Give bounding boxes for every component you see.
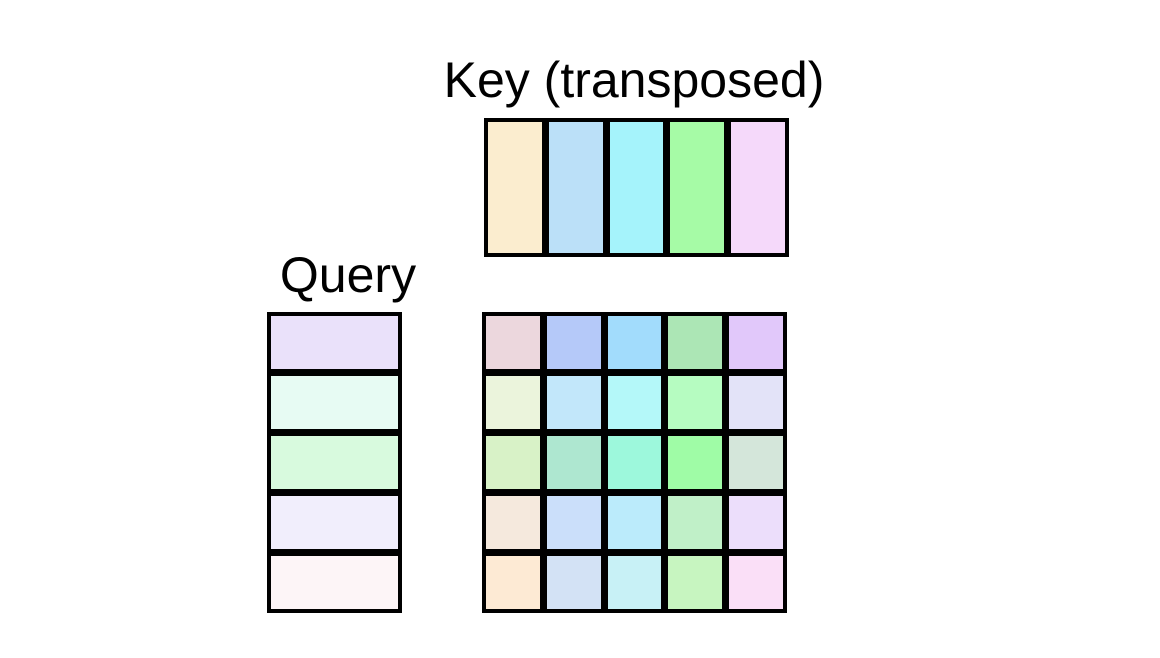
query-cell — [271, 316, 398, 369]
score-cell — [729, 316, 783, 369]
key-transposed-label: Key (transposed) — [443, 52, 825, 108]
score-cell — [607, 376, 662, 429]
score-cell — [486, 316, 540, 369]
query-label: Query — [279, 247, 417, 303]
score-cell — [607, 316, 662, 369]
score-cell — [729, 376, 783, 429]
attention-score-matrix — [482, 312, 787, 613]
query-matrix — [267, 312, 402, 613]
score-cell — [486, 436, 540, 489]
score-cell — [546, 436, 601, 489]
score-cell — [607, 436, 662, 489]
score-cell — [729, 556, 783, 609]
score-cell — [546, 496, 601, 549]
key-cell — [731, 122, 785, 253]
query-cell — [271, 436, 398, 489]
score-cell — [486, 496, 540, 549]
query-cell — [271, 556, 398, 609]
score-cell — [486, 556, 540, 609]
score-cell — [668, 376, 723, 429]
key-cell — [488, 122, 542, 253]
key-cell — [609, 122, 664, 253]
query-cell — [271, 496, 398, 549]
query-cell — [271, 376, 398, 429]
score-cell — [668, 436, 723, 489]
score-cell — [486, 376, 540, 429]
score-cell — [546, 556, 601, 609]
score-cell — [729, 496, 783, 549]
score-cell — [546, 316, 601, 369]
score-cell — [668, 556, 723, 609]
score-cell — [668, 496, 723, 549]
score-cell — [546, 376, 601, 429]
score-cell — [607, 556, 662, 609]
key-cell — [670, 122, 725, 253]
score-cell — [729, 436, 783, 489]
score-cell — [607, 496, 662, 549]
key-cell — [548, 122, 603, 253]
key-transposed-matrix — [484, 118, 789, 257]
score-cell — [668, 316, 723, 369]
